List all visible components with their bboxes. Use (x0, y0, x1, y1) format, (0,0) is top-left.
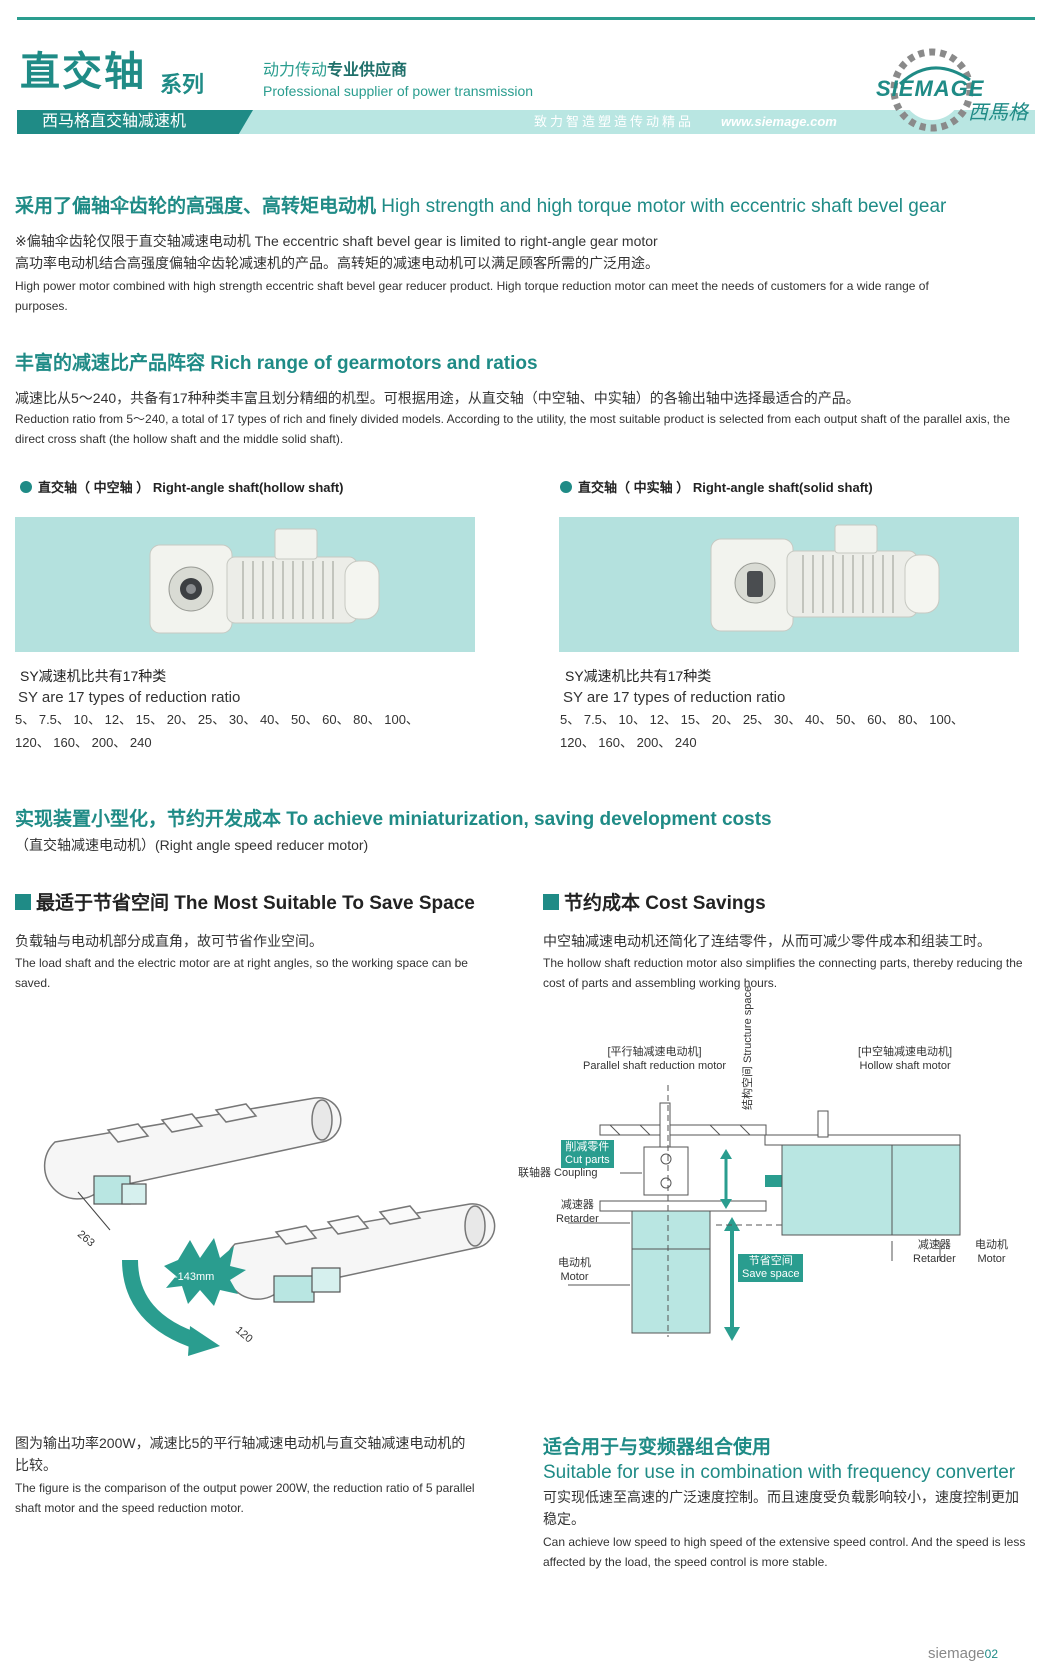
dimension-263: 263 (75, 1228, 97, 1249)
eccentric-note: ※偏轴伞齿轮仅限于直交轴减速电动机 The eccentric shaft be… (15, 233, 658, 249)
website-link[interactable]: www.siemage.com (721, 114, 837, 129)
conveyor-comparison-illustration: 263 120 -143mm (43, 1096, 496, 1356)
tagline-en: Professional supplier of power transmiss… (263, 83, 534, 99)
structure-space-label: 结构空间 Structure space (742, 985, 754, 1110)
compare-body-cn-1: 图为输出功率200W，减速比5的平行轴减速电动机与直交轴减速电动机的 (15, 1435, 466, 1451)
parallel-label: [平行轴减速电动机]Parallel shaft reduction motor (583, 1046, 727, 1072)
header-band-label: 西马格直交轴减速机 (42, 113, 187, 130)
dimension-120: 120 (233, 1324, 255, 1345)
product-image-hollow (15, 517, 475, 652)
ratio-count-cn-hollow: SY减速机比共有17种类 (20, 668, 167, 684)
square-bullet-icon (15, 894, 31, 910)
header-band-accent (17, 110, 253, 134)
compare-body-en: The figure is the comparison of the outp… (15, 1481, 475, 1516)
inverter-heading-en: Suitable for use in combination with fre… (543, 1462, 1016, 1483)
section-heading-miniaturization: 实现装置小型化，节约开发成本 To achieve miniaturizatio… (15, 809, 772, 830)
inverter-body-cn-2: 稳定。 (543, 1511, 585, 1527)
series-label: 系列 (160, 72, 205, 97)
logo-cn: 西馬格 (968, 100, 1028, 124)
cost-heading: 节约成本 Cost Savings (543, 894, 766, 913)
product-image-solid (559, 517, 1019, 652)
torque-body-cn: 高功率电动机结合高强度偏轴伞齿轮减速机的产品。高转矩的减速电动机可以满足顾客所需… (15, 255, 659, 271)
product-head-hollow: 直交轴（ 中空轴 ） Right-angle shaft(hollow shaf… (20, 481, 344, 494)
gearmotor-solid-illustration (710, 524, 940, 632)
top-rule (17, 17, 1035, 20)
ratio-count-cn-solid: SY减速机比共有17种类 (565, 668, 712, 684)
ratio-list-solid: 5、 7.5、 10、 12、 15、 20、 25、 30、 40、 50、 … (560, 712, 964, 750)
tagline-cn: 动力传动专业供应商 (263, 62, 408, 79)
bullet-icon (560, 481, 572, 493)
gearmotor-hollow-illustration (149, 528, 380, 634)
header-slogan: 致力智造塑造传动精品 (534, 114, 695, 129)
page-title: 直交轴 (20, 50, 146, 94)
inverter-body-en: Can achieve low speed to high speed of t… (543, 1535, 1026, 1570)
burst-badge-icon (164, 1238, 246, 1306)
product-head-solid: 直交轴（ 中实轴 ） Right-angle shaft(solid shaft… (560, 481, 873, 494)
ratios-body-cn: 减速比从5～240，共备有17种种类丰富且划分精细的机型。可根据用途，从直交轴（… (15, 390, 860, 406)
inverter-body-cn-1: 可实现低速至高速的广泛速度控制。而且速度受负载影响较小，速度控制更加 (543, 1489, 1019, 1505)
square-bullet-icon (543, 894, 559, 910)
cost-body-cn: 中空轴减速电动机还简化了连结零件，从而可减少零件成本和组装工时。 (543, 933, 991, 949)
section-heading-ratios: 丰富的减速比产品阵容 Rich range of gearmotors and … (15, 353, 538, 374)
logo-wordmark: SIEMAGE (876, 76, 985, 101)
ratio-count-en-solid: SY are 17 types of reduction ratio (563, 689, 786, 706)
savings-badge: -143mm (174, 1271, 214, 1283)
space-body-cn: 负载轴与电动机部分成直角，故可节省作业空间。 (15, 933, 323, 949)
space-heading: 最适于节省空间 The Most Suitable To Save Space (15, 894, 475, 913)
section-heading-torque: 采用了偏轴伞齿轮的高强度、高转矩电动机 High strength and hi… (15, 196, 947, 217)
hollow-label: [中空轴减速电动机]Hollow shaft motor (858, 1046, 953, 1072)
ratio-count-en-hollow: SY are 17 types of reduction ratio (18, 689, 241, 706)
page-footer: siemage02 (927, 1645, 998, 1662)
gear-logo-icon (890, 48, 974, 132)
space-body-en: The load shaft and the electric motor ar… (15, 956, 468, 991)
miniaturization-sub: （直交轴减速电动机）(Right angle speed reducer mot… (15, 837, 369, 853)
torque-body-en: High power motor combined with high stre… (15, 279, 929, 314)
compare-body-cn-2: 比较。 (15, 1457, 57, 1473)
cost-savings-diagram (568, 1085, 961, 1341)
curved-arrow-icon (122, 1259, 203, 1350)
bullet-icon (20, 481, 32, 493)
inverter-heading-cn: 适合用于与变频器组合使用 (543, 1437, 772, 1458)
ratio-list-hollow: 5、 7.5、 10、 12、 15、 20、 25、 30、 40、 50、 … (15, 712, 419, 750)
coupling-label: 联轴器 Coupling (518, 1167, 598, 1179)
ratios-body-en: Reduction ratio from 5～240, a total of 1… (15, 412, 1010, 447)
cost-body-en: The hollow shaft reduction motor also si… (543, 956, 1023, 991)
